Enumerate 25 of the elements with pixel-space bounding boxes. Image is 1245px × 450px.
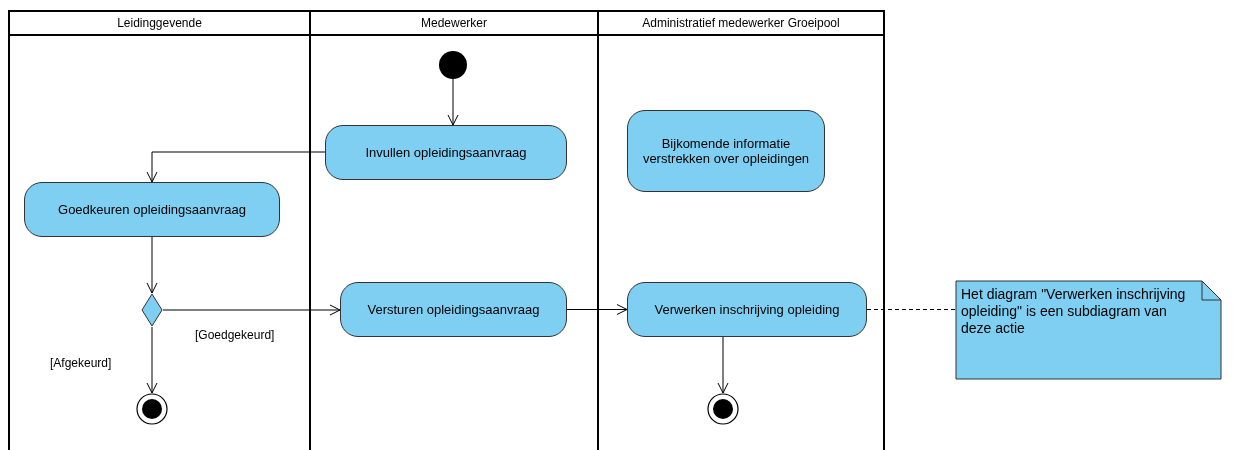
action-node: Bijkomende informatie verstrekken over opleidingen	[627, 110, 825, 192]
action-node: Invullen opleidingsaanvraag	[325, 125, 567, 180]
arrow	[146, 236, 158, 294]
lane-header: Leidinggevende	[10, 12, 309, 36]
note: Het diagram "Verwerken inschrijving opleiding" is een subdiagram van deze actie	[955, 280, 1222, 380]
edge-label: [Goedgekeurd]	[195, 328, 275, 342]
arrow	[717, 336, 729, 394]
lane-header: Medewerker	[311, 12, 597, 36]
arrow	[146, 326, 158, 394]
lane-header: Administratief medewerker Groeipool	[599, 12, 883, 36]
arrow	[162, 304, 341, 316]
end-node	[136, 393, 168, 425]
action-node: Versturen opleidingsaanvraag	[340, 282, 567, 337]
decision-diamond	[141, 293, 163, 327]
end-node	[707, 393, 739, 425]
swimlane	[597, 10, 885, 450]
dashed-connector	[866, 309, 956, 310]
edge-label: [Afgekeurd]	[50, 356, 112, 370]
arrow	[566, 304, 628, 315]
arrow	[447, 78, 459, 126]
action-node: Verwerken inschrijving opleiding	[627, 282, 867, 337]
start-node	[439, 51, 467, 79]
swimlane	[8, 10, 311, 450]
arrow	[146, 151, 326, 183]
action-node: Goedkeuren opleidingsaanvraag	[24, 182, 280, 237]
